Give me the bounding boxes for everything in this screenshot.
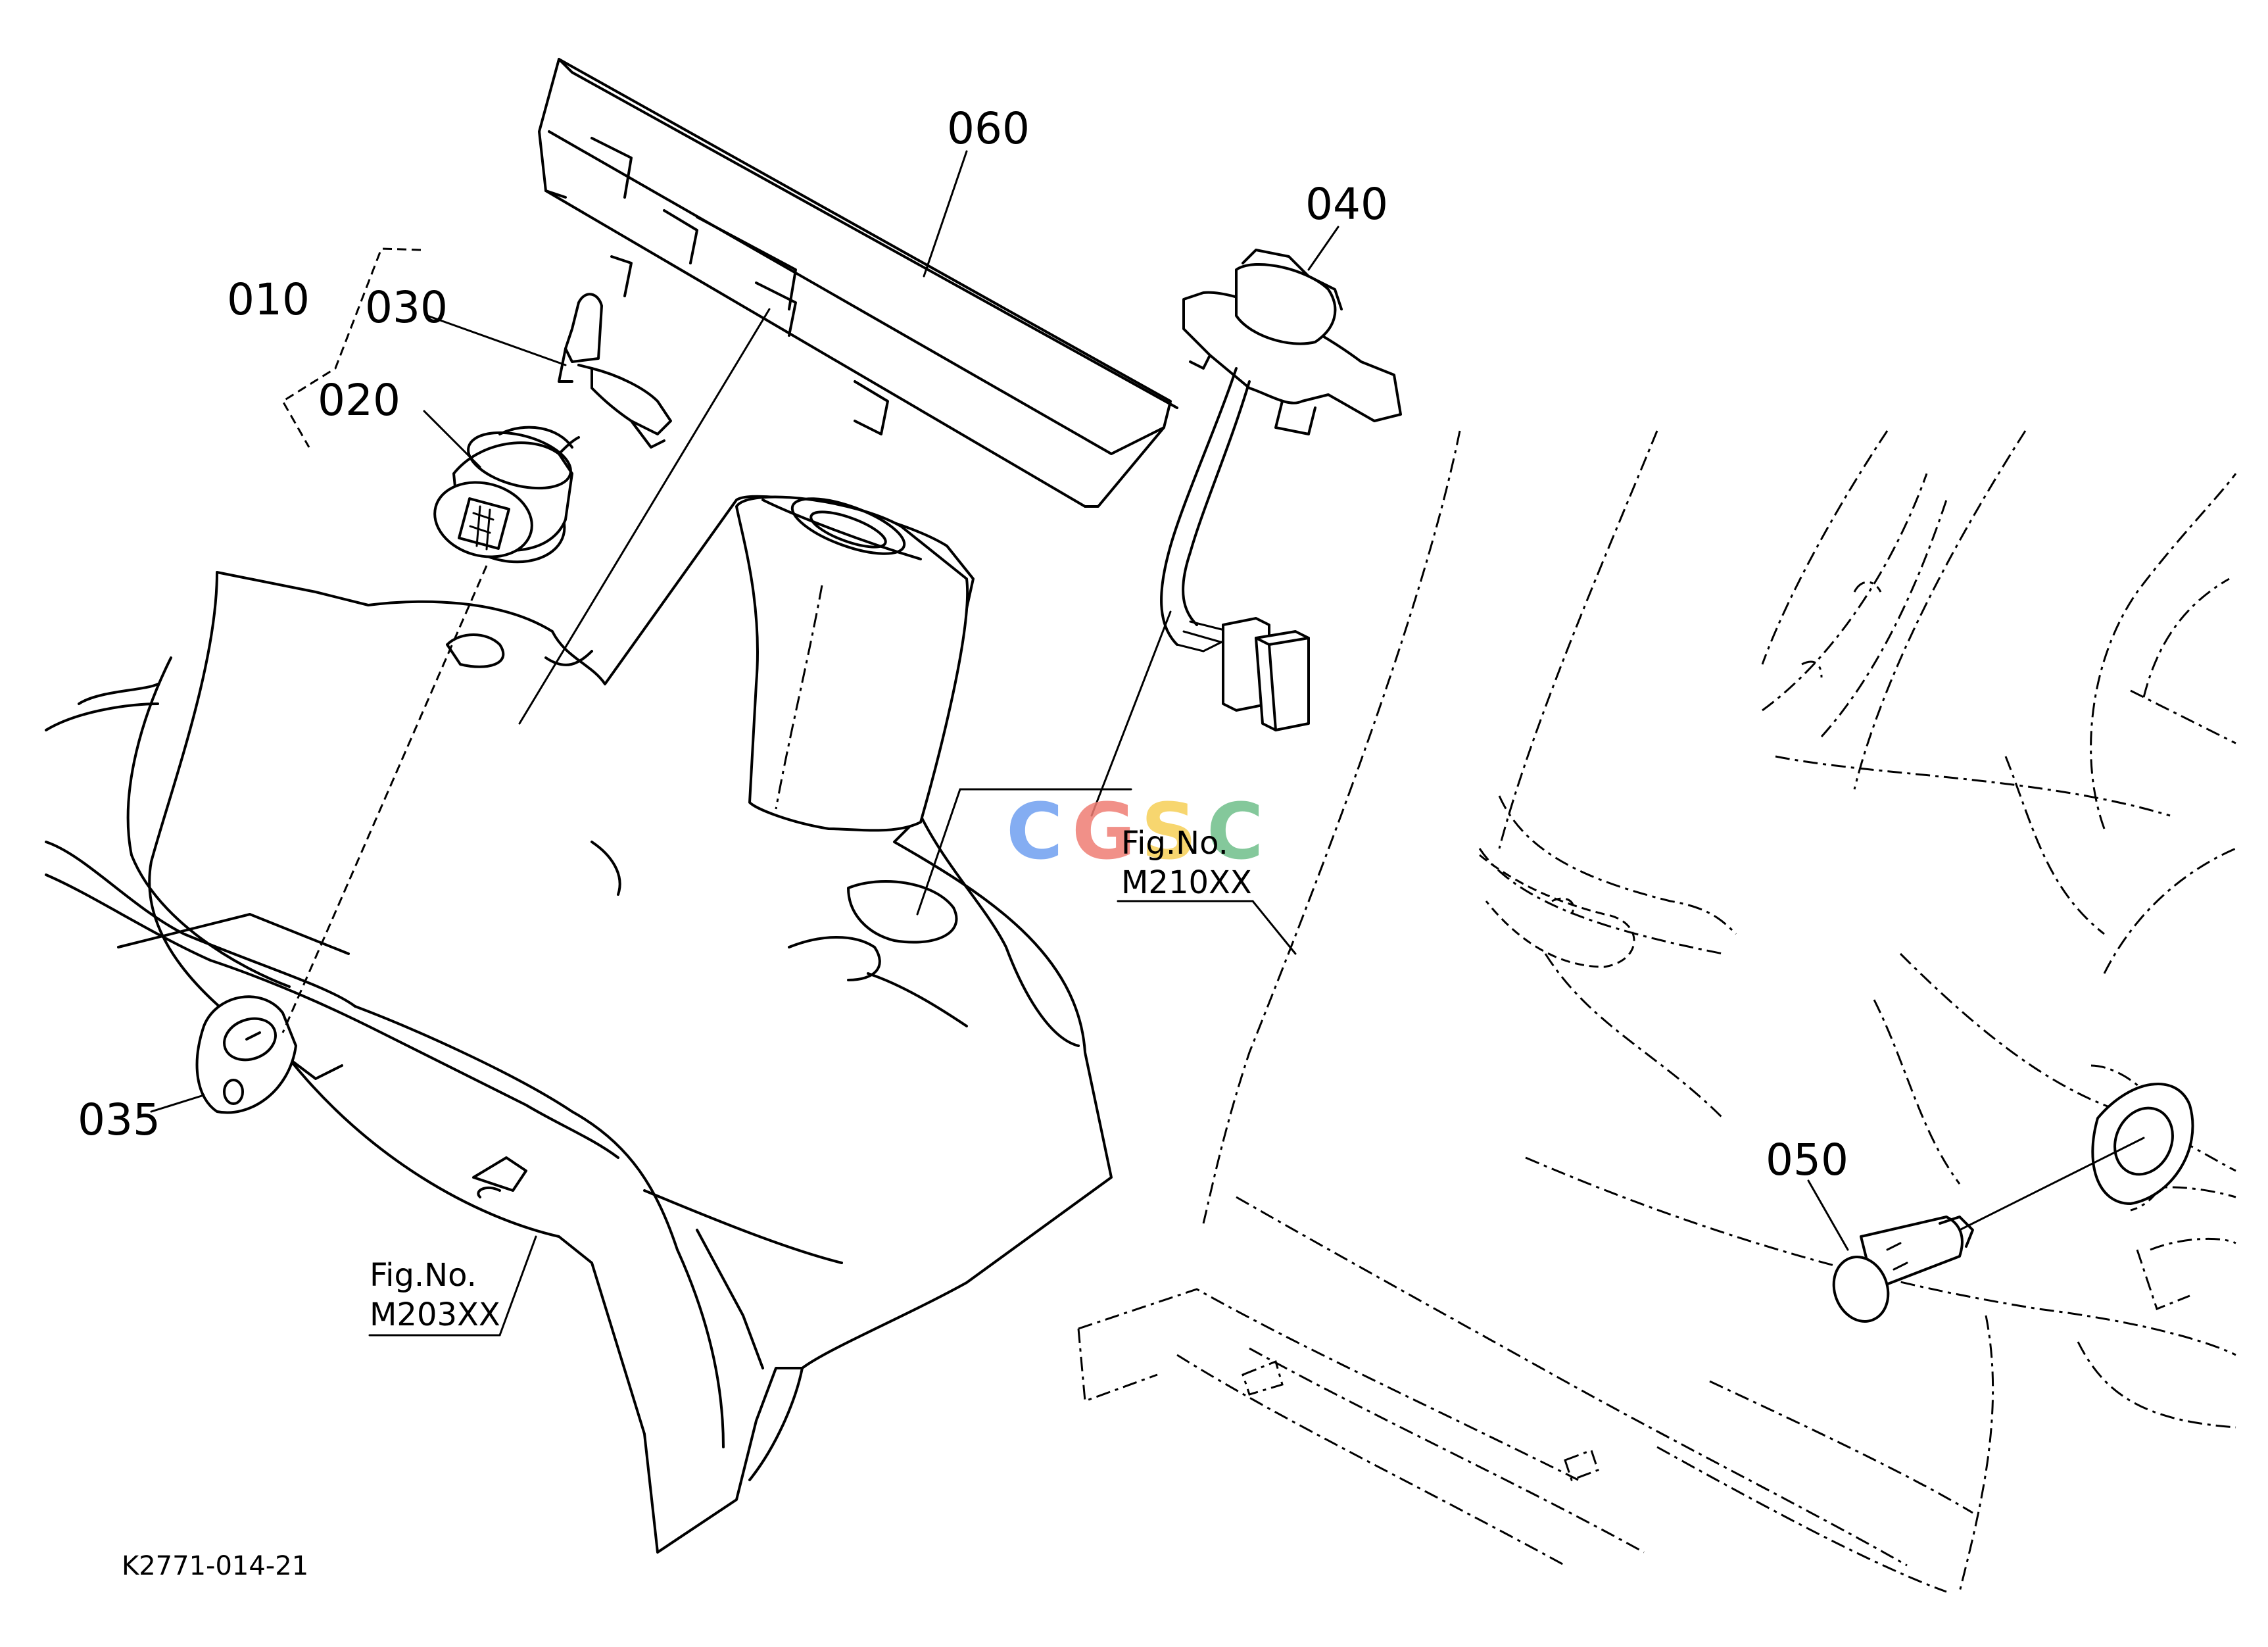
fender-floor-phantom bbox=[1077, 430, 2237, 1593]
watermark-letter: C bbox=[1006, 786, 1063, 877]
figure-reference-caption: Fig.No. bbox=[1121, 825, 1228, 862]
figure-reference-number: M203XX bbox=[370, 1296, 500, 1333]
part-label-010: 010 bbox=[227, 274, 310, 325]
part-060-panel bbox=[538, 58, 1178, 508]
part-050-socket bbox=[1832, 1216, 1974, 1323]
part-label-040: 040 bbox=[1305, 179, 1388, 230]
part-label-060: 060 bbox=[947, 103, 1030, 154]
cgsc-watermark: C G S C bbox=[1006, 786, 1264, 877]
leader-lines bbox=[150, 150, 2145, 1337]
part-050-bore bbox=[2091, 1083, 2194, 1205]
part-label-030: 030 bbox=[365, 282, 448, 333]
part-040-switch bbox=[1160, 249, 1402, 731]
part-035-cap bbox=[195, 995, 297, 1114]
part-010-bracket bbox=[281, 247, 422, 448]
figure-reference-number: M210XX bbox=[1121, 864, 1252, 901]
part-label-035: 035 bbox=[78, 1094, 160, 1145]
part-label-050: 050 bbox=[1766, 1135, 1848, 1185]
watermark-letter: C bbox=[1207, 786, 1264, 877]
drawing-code: K2771-014-21 bbox=[122, 1551, 308, 1581]
part-020-key-switch bbox=[433, 426, 580, 564]
figure-reference-caption: Fig.No. bbox=[370, 1257, 477, 1294]
part-label-020: 020 bbox=[318, 375, 400, 426]
watermark-letter: S bbox=[1141, 786, 1197, 877]
part-030-key bbox=[558, 293, 672, 449]
watermark-letter: G bbox=[1072, 786, 1136, 877]
console-cowl bbox=[45, 495, 1113, 1554]
